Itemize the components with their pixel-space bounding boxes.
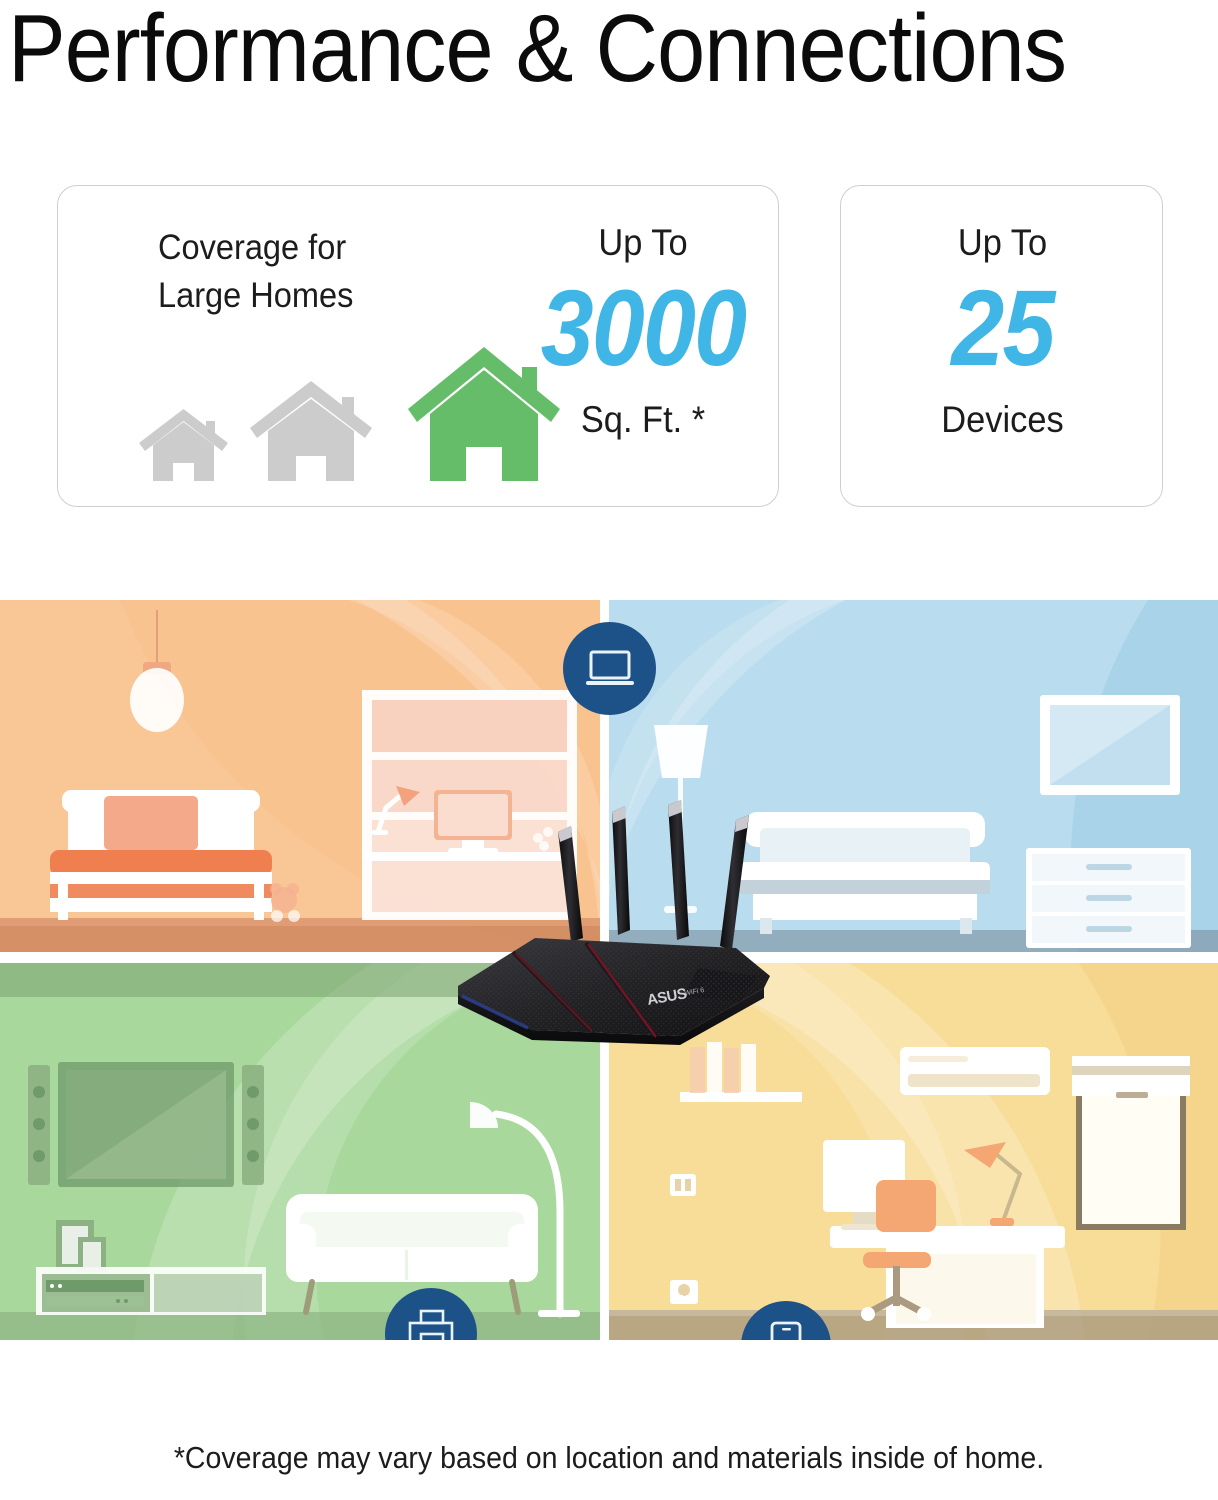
page-title: Performance & Connections [8, 0, 1067, 102]
coverage-footnote: *Coverage may vary based on location and… [173, 1440, 1045, 1475]
house-small-icon [139, 409, 228, 481]
devices-value: 25 [951, 267, 1055, 388]
coverage-card-right: Up To 3000 Sq. Ft. * [513, 186, 773, 508]
coverage-value: 3000 [540, 267, 747, 388]
bedroom-blue-scene [608, 600, 1218, 952]
coverage-heading-line1: Coverage for [158, 228, 347, 267]
bedroom-orange-scene [0, 600, 600, 952]
devices-upto-label: Up To [957, 222, 1048, 263]
coverage-heading: Coverage for Large Homes [158, 224, 474, 320]
quadrant-living-room-green [0, 962, 600, 1340]
laptop-icon [563, 622, 656, 715]
quadrant-bedroom-orange [0, 600, 600, 952]
svg-text:WiFi 6: WiFi 6 [684, 987, 705, 997]
devices-unit-label: Devices [941, 399, 1064, 440]
svg-text:ASUS: ASUS [646, 985, 689, 1009]
asus-wifi-router: ASUS WiFi 6 [440, 790, 810, 1045]
quadrant-bedroom-blue [608, 600, 1218, 952]
coverage-spec-card: Coverage for Large Homes [57, 185, 779, 507]
coverage-unit-label: Sq. Ft. * [580, 399, 706, 440]
devices-spec-card: Up To 25 Devices [840, 185, 1163, 507]
home-coverage-illustration [0, 600, 1218, 1340]
coverage-card-left: Coverage for Large Homes [98, 186, 560, 508]
spec-cards-row: Coverage for Large Homes [0, 185, 1218, 510]
house-size-graphic [136, 341, 560, 481]
coverage-upto-label: Up To [598, 222, 688, 263]
coverage-heading-line2: Large Homes [158, 276, 354, 315]
living-room-green-scene [0, 962, 600, 1340]
house-large-icon [408, 347, 560, 481]
house-medium-icon [250, 381, 372, 481]
